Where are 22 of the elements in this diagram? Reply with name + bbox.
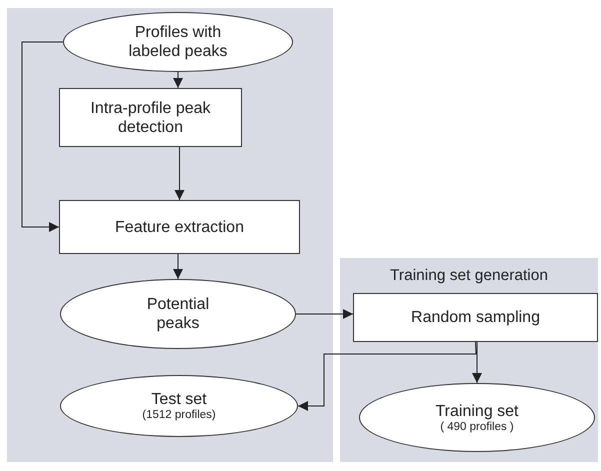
process-box — [59, 200, 300, 254]
node-label: Random sampling — [411, 308, 540, 327]
group-title: Training set generation — [390, 267, 548, 285]
arrow — [472, 342, 482, 384]
group-panel — [340, 258, 598, 462]
node-label: Test set — [151, 390, 207, 409]
arrow — [173, 72, 183, 88]
node-label: Profiles with labeled peaks — [128, 23, 228, 61]
process-box — [59, 88, 242, 147]
arrow — [296, 309, 354, 319]
arrow — [22, 42, 64, 232]
arrow — [298, 342, 477, 411]
node-label: Feature extraction — [115, 218, 244, 236]
node-sublabel: (1512 profiles) — [142, 409, 216, 422]
node-sublabel: ( 490 profiles ) — [440, 420, 514, 434]
node-label: Training set — [436, 402, 518, 420]
process-box — [353, 293, 598, 342]
panel-background — [7, 8, 333, 462]
arrow — [174, 146, 184, 200]
arrow — [173, 254, 183, 280]
node-label: Potential peaks — [146, 295, 210, 333]
node-label: Intra-profile peak detection — [89, 98, 212, 136]
